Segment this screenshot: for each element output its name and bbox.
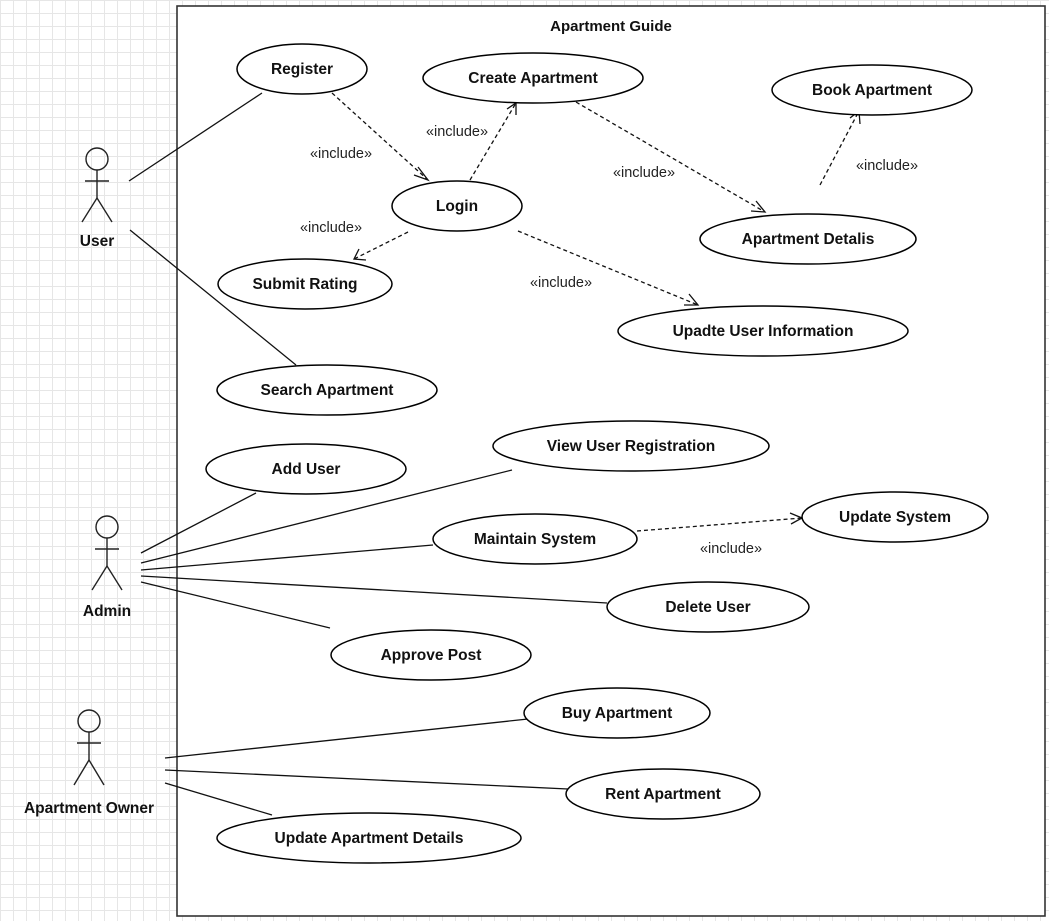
use-case-delete-user[interactable]: Delete User: [606, 581, 810, 633]
use-case-add-user[interactable]: Add User: [205, 443, 407, 495]
use-case-create-apartment[interactable]: Create Apartment: [422, 52, 644, 104]
arrowhead: [413, 166, 430, 182]
use-case-label: Update System: [839, 509, 951, 526]
include-label: «include»: [310, 146, 372, 162]
use-case-label: Update Apartment Details: [275, 830, 464, 847]
use-case-label: Book Apartment: [812, 82, 932, 99]
actor-label: Admin: [83, 603, 131, 620]
use-case-label: Add User: [272, 461, 341, 478]
include-label: «include»: [613, 165, 675, 181]
actor-label: User: [80, 233, 114, 250]
include-login-create: [469, 102, 517, 181]
association-admin-delete-user: [140, 575, 608, 604]
use-case-maintain-system[interactable]: Maintain System: [432, 513, 638, 565]
use-case-label: Rent Apartment: [605, 786, 721, 803]
use-case-label: Approve Post: [381, 647, 482, 664]
use-case-update-user-information[interactable]: Upadte User Information: [617, 305, 909, 357]
include-label: «include»: [530, 275, 592, 291]
stick-figure-icon: [73, 709, 105, 786]
use-case-label: Register: [271, 61, 333, 78]
include-register-login: [331, 92, 429, 181]
use-case-search-apartment[interactable]: Search Apartment: [216, 364, 438, 416]
include-label: «include»: [856, 158, 918, 174]
use-case-label: Search Apartment: [261, 382, 394, 399]
association-owner-update-details: [164, 782, 273, 816]
arrowhead: [684, 293, 700, 306]
association-admin-maintain-system: [140, 544, 434, 571]
actor-user[interactable]: User: [80, 147, 114, 250]
use-case-label: Upadte User Information: [673, 323, 854, 340]
association-admin-approve-post: [140, 581, 331, 629]
actor-admin[interactable]: Admin: [83, 515, 131, 620]
use-case-label: Login: [436, 198, 478, 215]
association-admin-view-registration: [140, 469, 513, 564]
stick-figure-icon: [81, 147, 113, 223]
association-user-search: [129, 229, 297, 366]
use-case-label: Create Apartment: [468, 70, 598, 87]
use-case-register[interactable]: Register: [236, 43, 368, 95]
include-label: «include»: [426, 124, 488, 140]
use-case-label: Maintain System: [474, 531, 596, 548]
stereotype-labels: «include» «include» «include» «include» …: [300, 124, 918, 557]
use-case-label: Apartment Detalis: [742, 231, 875, 248]
use-case-login[interactable]: Login: [391, 180, 523, 232]
association-admin-add-user: [140, 492, 257, 554]
actor-label: Apartment Owner: [24, 800, 154, 817]
use-case-approve-post[interactable]: Approve Post: [330, 629, 532, 681]
association-owner-buy: [164, 718, 529, 759]
include-label: «include»: [300, 220, 362, 236]
include-login-update-info: [517, 230, 699, 306]
use-case-label: Buy Apartment: [562, 705, 673, 722]
arrowhead: [750, 200, 767, 213]
use-case-submit-rating[interactable]: Submit Rating: [217, 258, 393, 310]
include-create-details: [575, 101, 766, 213]
use-case-update-system[interactable]: Update System: [801, 491, 989, 543]
use-case-rent-apartment[interactable]: Rent Apartment: [565, 768, 761, 820]
use-case-view-user-registration[interactable]: View User Registration: [492, 420, 770, 472]
arrowhead: [352, 248, 367, 261]
use-case-buy-apartment[interactable]: Buy Apartment: [523, 687, 711, 739]
use-case-apartment-details[interactable]: Apartment Detalis: [699, 213, 917, 265]
association-owner-rent: [164, 769, 569, 790]
stick-figure-icon: [91, 515, 123, 591]
associations: [128, 92, 608, 816]
use-case-label: Delete User: [665, 599, 750, 616]
include-label: «include»: [700, 541, 762, 557]
use-case-update-apartment-details[interactable]: Update Apartment Details: [216, 812, 522, 864]
use-case-label: Submit Rating: [252, 276, 357, 293]
include-login-rating: [353, 231, 409, 260]
use-case-label: View User Registration: [547, 438, 716, 455]
use-cases: Register Create Apartment Book Apartment…: [205, 43, 989, 864]
association-user-register: [128, 92, 263, 182]
system-title: Apartment Guide: [550, 18, 672, 35]
use-case-book-apartment[interactable]: Book Apartment: [771, 64, 973, 116]
actor-apartment-owner[interactable]: Apartment Owner: [24, 709, 154, 817]
